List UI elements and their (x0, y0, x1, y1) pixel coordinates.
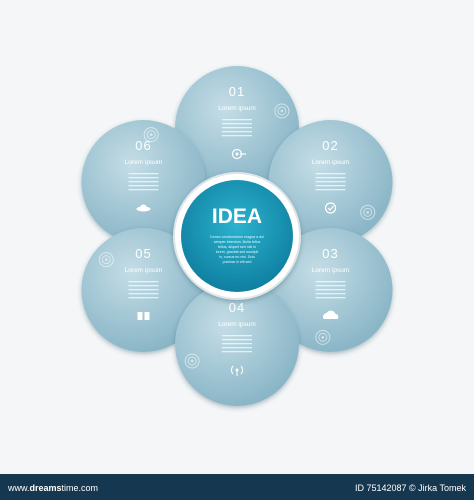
petal-number: 03 (322, 246, 338, 261)
center-body-line: tellus, aliquet sed nisi in (218, 245, 256, 249)
brand-prefix: www. (8, 483, 30, 493)
brand-dreams: dreams (29, 483, 62, 493)
ufo-icon (136, 204, 151, 212)
footer-bar: www.dreamstime.com ID 75142087 © Jirka T… (0, 474, 474, 500)
petal-number: 05 (135, 246, 151, 261)
petal-label: Lorem ipsum (125, 159, 163, 166)
petal-number: 06 (135, 138, 151, 153)
broadcast-icon (231, 365, 243, 376)
petal-label: Lorem ipsum (312, 267, 350, 274)
center-body-line: in, cursus eu nisi. Duis (219, 255, 255, 259)
cloud-icon (322, 310, 339, 319)
petal-label: Lorem ipsum (218, 321, 256, 328)
center-title: IDEA (212, 205, 262, 228)
center-body-line: pulvinar in elit sed (223, 260, 252, 264)
placeholder-text-lines (128, 281, 159, 299)
placeholder-text-lines (315, 173, 346, 191)
placeholder-text-lines (315, 281, 346, 299)
petal-label: Lorem ipsum (125, 267, 163, 274)
book-icon (137, 312, 150, 320)
placeholder-text-lines (222, 335, 252, 353)
brand-time: time.com (61, 483, 99, 493)
center-body-line: semper interdum. Nulla tellus (214, 240, 261, 244)
center-body-line: Donec condimentum magna a dui (210, 235, 264, 239)
placeholder-text-lines (222, 119, 252, 137)
petal-number: 04 (229, 300, 245, 315)
petal-number: 01 (229, 84, 245, 99)
petal-number: 02 (322, 138, 338, 153)
center-circle: IDEA Donec condimentum magna a duisemper… (173, 172, 301, 300)
footer-credit: ID 75142087 © Jirka Tomek (354, 483, 466, 493)
petal-label: Lorem ipsum (218, 105, 256, 112)
footer-brand: www.dreamstime.com (8, 483, 98, 493)
placeholder-text-lines (128, 173, 159, 191)
center-body-line: lorem, gravida sed suscipit (216, 250, 259, 254)
check-badge-icon (324, 202, 337, 214)
petal-label: Lorem ipsum (312, 159, 350, 166)
target-icon (231, 148, 246, 160)
